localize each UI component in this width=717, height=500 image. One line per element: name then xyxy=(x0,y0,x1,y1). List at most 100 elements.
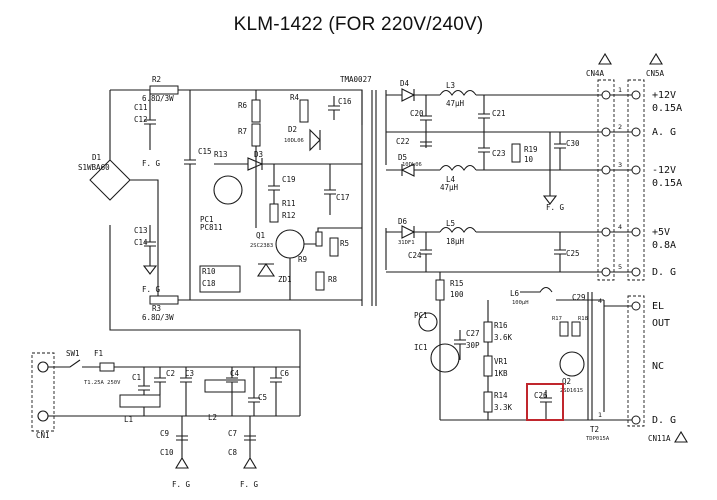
c24-capacitor xyxy=(420,232,432,272)
c16-capacitor xyxy=(328,96,340,120)
cn4a-outline xyxy=(597,79,615,281)
q2-transistor xyxy=(559,351,585,377)
vr1-value: 1KB xyxy=(494,369,508,378)
fg-secondary-label: F. G xyxy=(546,203,565,212)
r11-label: R11 xyxy=(282,199,296,208)
r17-resistor xyxy=(559,321,569,337)
c12-label: C12 xyxy=(134,115,148,124)
output-terminal-left xyxy=(601,90,611,100)
c26-capacitor xyxy=(540,390,552,420)
l1-choke xyxy=(119,394,161,408)
c22-label: C22 xyxy=(396,137,410,146)
l1-label: L1 xyxy=(124,415,133,424)
r18-label: R18 xyxy=(578,316,588,322)
ic1-regulator xyxy=(430,343,460,373)
t2-value: TDP015A xyxy=(586,436,610,442)
r16-resistor xyxy=(483,321,493,343)
d1-value: S1WBA60 xyxy=(78,163,110,172)
c6-label: C6 xyxy=(280,369,290,378)
l3-label: L3 xyxy=(446,81,455,90)
output-pin-number: 4 xyxy=(618,223,622,231)
page-title: KLM-1422 (FOR 220V/240V) xyxy=(233,14,484,35)
c14-label: C14 xyxy=(134,238,148,247)
r3-value: 6.8Ω/3W xyxy=(142,313,174,322)
el-output-label: OUT xyxy=(652,318,670,329)
r18-resistor xyxy=(571,321,581,337)
d1-bridge xyxy=(89,159,131,201)
r3-label: R3 xyxy=(152,304,161,313)
c13-c14-filter xyxy=(142,225,158,275)
c23-capacitor xyxy=(478,132,490,170)
fg-bottom-right-label: F. G xyxy=(240,480,259,489)
el-driver-section: R15 100 PC1 IC1 C27 30P R16 3.6K VR1 1KB… xyxy=(414,272,604,421)
f1-label: F1 xyxy=(94,349,103,358)
output-current-label: 0.15A xyxy=(652,103,682,114)
output-voltage-label: +12V xyxy=(652,90,676,101)
l4-value: 47μH xyxy=(440,183,459,192)
output-current-label: 0.8A xyxy=(652,240,676,251)
c11-c12-filter xyxy=(144,90,156,150)
c18-label: C18 xyxy=(202,279,216,288)
r17-label: R17 xyxy=(552,316,562,322)
t2-label: T2 xyxy=(590,425,599,434)
d4-diode xyxy=(386,88,440,102)
r10-label: R10 xyxy=(202,267,216,276)
r19-value: 10 xyxy=(524,155,534,164)
pc1-label: PC1 xyxy=(200,215,214,224)
output-pin-number: 1 xyxy=(618,86,622,94)
transformer-t1: TMA0027 xyxy=(340,75,387,306)
l6-label: L6 xyxy=(510,289,520,298)
f1-value: T1.25A 250V xyxy=(84,380,121,386)
l3-inductor xyxy=(439,89,477,96)
c27-label: C27 xyxy=(466,329,480,338)
output-current-label: 0.15A xyxy=(652,178,682,189)
c5-capacitor xyxy=(248,367,260,416)
q1-transistor xyxy=(275,229,305,259)
l2-label: L2 xyxy=(208,413,217,422)
d2-label: D2 xyxy=(288,125,297,134)
r15-value: 100 xyxy=(450,290,464,299)
c15-bulk-capacitor xyxy=(184,90,196,300)
c13-label: C13 xyxy=(134,226,148,235)
output-voltage-label: D. G xyxy=(652,267,676,278)
output-terminal-right xyxy=(631,90,641,100)
r5-r9-resistor xyxy=(329,237,339,257)
q1-wires xyxy=(289,227,362,300)
d2-diode xyxy=(309,128,321,152)
cn4a-label: CN4A xyxy=(586,69,605,78)
r7-resistor xyxy=(251,123,261,147)
q1-label: Q1 xyxy=(256,231,265,240)
r12-label: R12 xyxy=(282,211,296,220)
r19-resistor xyxy=(511,143,521,163)
output-pin-number: 5 xyxy=(618,263,622,271)
t1-core xyxy=(371,90,377,306)
c5-label: C5 xyxy=(258,393,267,402)
d4-label: D4 xyxy=(400,79,410,88)
d5-label: D5 xyxy=(398,153,407,162)
c11-label: C11 xyxy=(134,103,148,112)
d6-label: D6 xyxy=(398,217,408,226)
r16-label: R16 xyxy=(494,321,508,330)
transformer-t2: T2 TDP015A CN11A xyxy=(556,292,688,443)
c24-label: C24 xyxy=(408,251,422,260)
cn1-outline xyxy=(31,352,55,432)
c27-value: 30P xyxy=(466,341,480,350)
el-output-terminal xyxy=(631,301,641,311)
cn11a-label: CN11A xyxy=(648,434,671,443)
secondary-section: D4 L3 47μH C20 C21 C22 C23 D5 10DL06 L4 … xyxy=(386,79,604,273)
q2-label: Q2 xyxy=(562,377,571,386)
pc1-value: PC811 xyxy=(200,223,223,232)
c2-capacitor xyxy=(154,367,166,395)
r7-label: R7 xyxy=(238,127,247,136)
c20-capacitor xyxy=(420,95,432,132)
el-output-pin-number: 1 xyxy=(598,411,602,419)
c3-label: C3 xyxy=(185,369,194,378)
c17-label: C17 xyxy=(336,193,350,202)
output-terminal-right xyxy=(631,227,641,237)
sw1-switch xyxy=(48,359,100,368)
cn11a-outline xyxy=(627,295,645,427)
c6-capacitor xyxy=(270,367,282,416)
q2-value: 2SD1615 xyxy=(560,388,583,394)
r19-label: R19 xyxy=(524,145,538,154)
r4-label: R4 xyxy=(290,93,300,102)
